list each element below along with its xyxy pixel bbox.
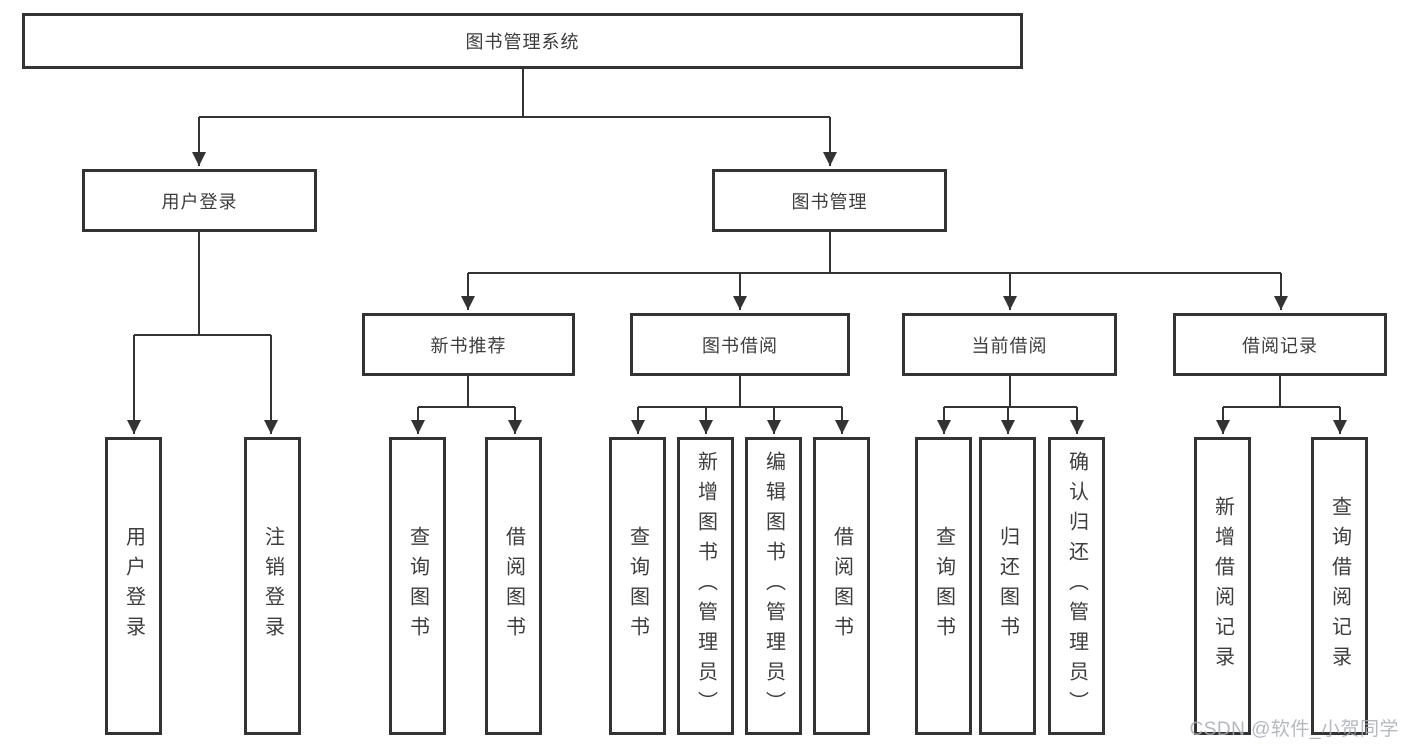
leaf-add-borrow-record: 新增借阅记录 [1194,437,1251,735]
leaf-label: 查询图书 [626,526,649,646]
node-borrowing-records: 借阅记录 [1173,313,1387,376]
leaf-label: 编辑图书（管理员） [762,451,785,721]
node-label: 借阅记录 [1242,335,1318,356]
leaf-current-query-books: 查询图书 [915,437,972,735]
leaf-newbook-borrow-books: 借阅图书 [485,437,542,735]
leaf-label: 借阅图书 [502,526,525,646]
node-user-login: 用户登录 [82,169,317,232]
leaf-label: 借阅图书 [830,526,853,646]
leaf-label: 归还图书 [996,526,1019,646]
node-label: 新书推荐 [430,335,507,356]
node-book-borrowing: 图书借阅 [630,313,850,376]
leaf-label: 查询图书 [932,526,955,646]
leaf-label: 查询借阅记录 [1328,496,1351,676]
leaf-label: 新增借阅记录 [1211,496,1234,676]
node-new-book-recommend: 新书推荐 [362,313,575,376]
node-label: 当前借阅 [971,335,1048,356]
leaf-confirm-return-admin: 确认归还（管理员） [1048,437,1105,735]
watermark: CSDN @软件_小贺同学 [1189,719,1399,740]
leaf-user-login: 用户登录 [105,437,162,735]
node-label: 图书管理系统 [465,32,580,52]
leaf-add-books-admin: 新增图书（管理员） [677,437,734,735]
leaf-label: 查询图书 [406,526,429,646]
leaf-borrowing-borrow-books: 借阅图书 [813,437,870,735]
node-label: 图书管理 [791,191,868,212]
leaf-label: 确认归还（管理员） [1065,451,1088,721]
node-label: 用户登录 [161,191,238,212]
leaf-query-borrow-record: 查询借阅记录 [1311,437,1368,735]
leaf-edit-books-admin: 编辑图书（管理员） [745,437,802,735]
leaf-label: 注销登录 [261,526,284,646]
leaf-return-books: 归还图书 [979,437,1036,735]
node-library-management-system: 图书管理系统 [22,13,1023,69]
node-current-borrowing: 当前借阅 [902,313,1117,376]
node-book-management: 图书管理 [712,169,947,232]
leaf-logout: 注销登录 [244,437,301,735]
leaf-newbook-query-books: 查询图书 [389,437,446,735]
leaf-label: 用户登录 [122,526,145,646]
node-label: 图书借阅 [702,335,778,356]
leaf-borrowing-query-books: 查询图书 [609,437,666,735]
leaf-label: 新增图书（管理员） [694,451,717,721]
